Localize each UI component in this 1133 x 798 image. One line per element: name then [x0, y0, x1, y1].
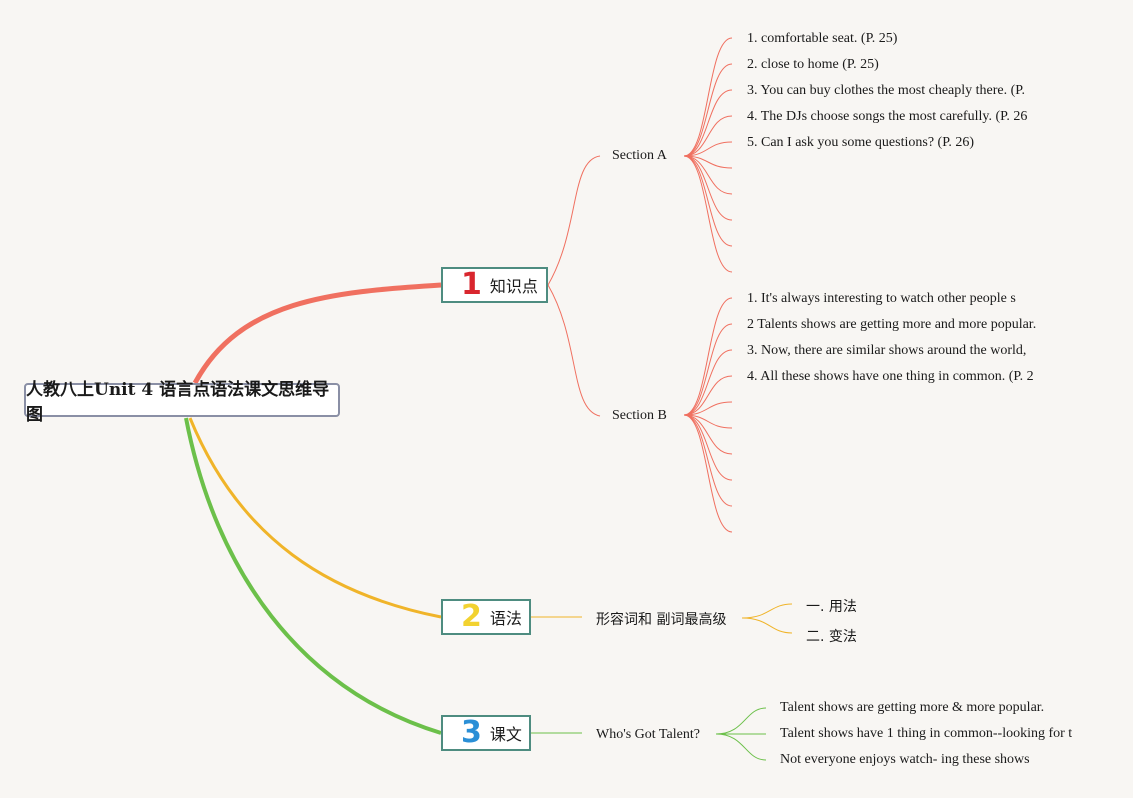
- root-topic[interactable]: 人教八上Unit 4 语言点语法课文思维导图: [24, 380, 340, 425]
- section-b-item[interactable]: 1. It's always interesting to watch othe…: [747, 291, 1016, 306]
- subtopic-whos-got-talent[interactable]: Who's Got Talent?: [596, 727, 700, 742]
- number-1-icon: 1: [461, 267, 482, 302]
- section-b-item[interactable]: 4. All these shows have one thing in com…: [747, 369, 1034, 384]
- subtopic-section-a[interactable]: Section A: [612, 148, 667, 163]
- section-b-item[interactable]: 3. Now, there are similar shows around t…: [747, 343, 1027, 358]
- fan-connector: [683, 349, 733, 416]
- grammar-item-usage[interactable]: 一. 用法: [806, 599, 857, 615]
- fan-connector: [683, 37, 733, 157]
- fan-connector: [683, 323, 733, 416]
- root-title: 人教八上Unit 4 语言点语法课文思维导图: [26, 380, 330, 425]
- fan-connector: [683, 414, 733, 533]
- text-item[interactable]: Talent shows have 1 thing in common--loo…: [780, 726, 1073, 741]
- fan-connector: [683, 155, 733, 221]
- section-a-item[interactable]: 1. comfortable seat. (P. 25): [747, 31, 898, 46]
- branch-line-1: [192, 282, 442, 385]
- fan-connector: [683, 155, 733, 195]
- section-a-item[interactable]: 5. Can I ask you some questions? (P. 26): [747, 135, 975, 150]
- fan-connector: [683, 141, 733, 157]
- fan-connector: [683, 63, 733, 157]
- fan-connector: [683, 89, 733, 157]
- grammar-item-forms[interactable]: 二. 变法: [806, 629, 857, 645]
- fan-connector: [683, 115, 733, 157]
- number-3-icon: 3: [461, 715, 482, 750]
- fan-connector: [683, 297, 733, 416]
- topic-grammar[interactable]: 2 语法: [441, 599, 531, 635]
- subtopic-section-b[interactable]: Section B: [612, 408, 667, 423]
- topic-label: 知识点: [489, 277, 538, 296]
- section-a-item[interactable]: 3. You can buy clothes the most cheaply …: [747, 83, 1026, 98]
- fan-connector: [683, 414, 733, 455]
- topic-knowledge[interactable]: 1 知识点: [441, 267, 548, 303]
- link-section-a: [547, 155, 601, 286]
- fan-connector: [683, 414, 733, 507]
- topic-label: 语法: [489, 609, 522, 628]
- section-a-item[interactable]: 4. The DJs choose songs the most careful…: [747, 109, 1028, 124]
- text-item[interactable]: Talent shows are getting more & more pop…: [780, 700, 1045, 715]
- topic-text[interactable]: 3 课文: [441, 715, 531, 751]
- section-b-item[interactable]: 2 Talents shows are getting more and mor…: [747, 317, 1037, 332]
- fan-connector: [683, 375, 733, 416]
- text-item[interactable]: Not everyone enjoys watch- ing these sho…: [780, 752, 1030, 767]
- branch-line-2: [188, 417, 442, 619]
- section-a-item[interactable]: 2. close to home (P. 25): [747, 57, 879, 72]
- number-2-icon: 2: [461, 599, 482, 634]
- subtopic-superlatives[interactable]: 形容词和 副词最高级: [596, 612, 727, 628]
- link-section-b: [547, 284, 601, 417]
- topic-label: 课文: [489, 725, 522, 744]
- fan-connector: [683, 414, 733, 481]
- fan-connector: [683, 155, 733, 273]
- fan-connector: [683, 401, 733, 416]
- fan-connector: [683, 155, 733, 247]
- branch-line-3: [184, 417, 442, 735]
